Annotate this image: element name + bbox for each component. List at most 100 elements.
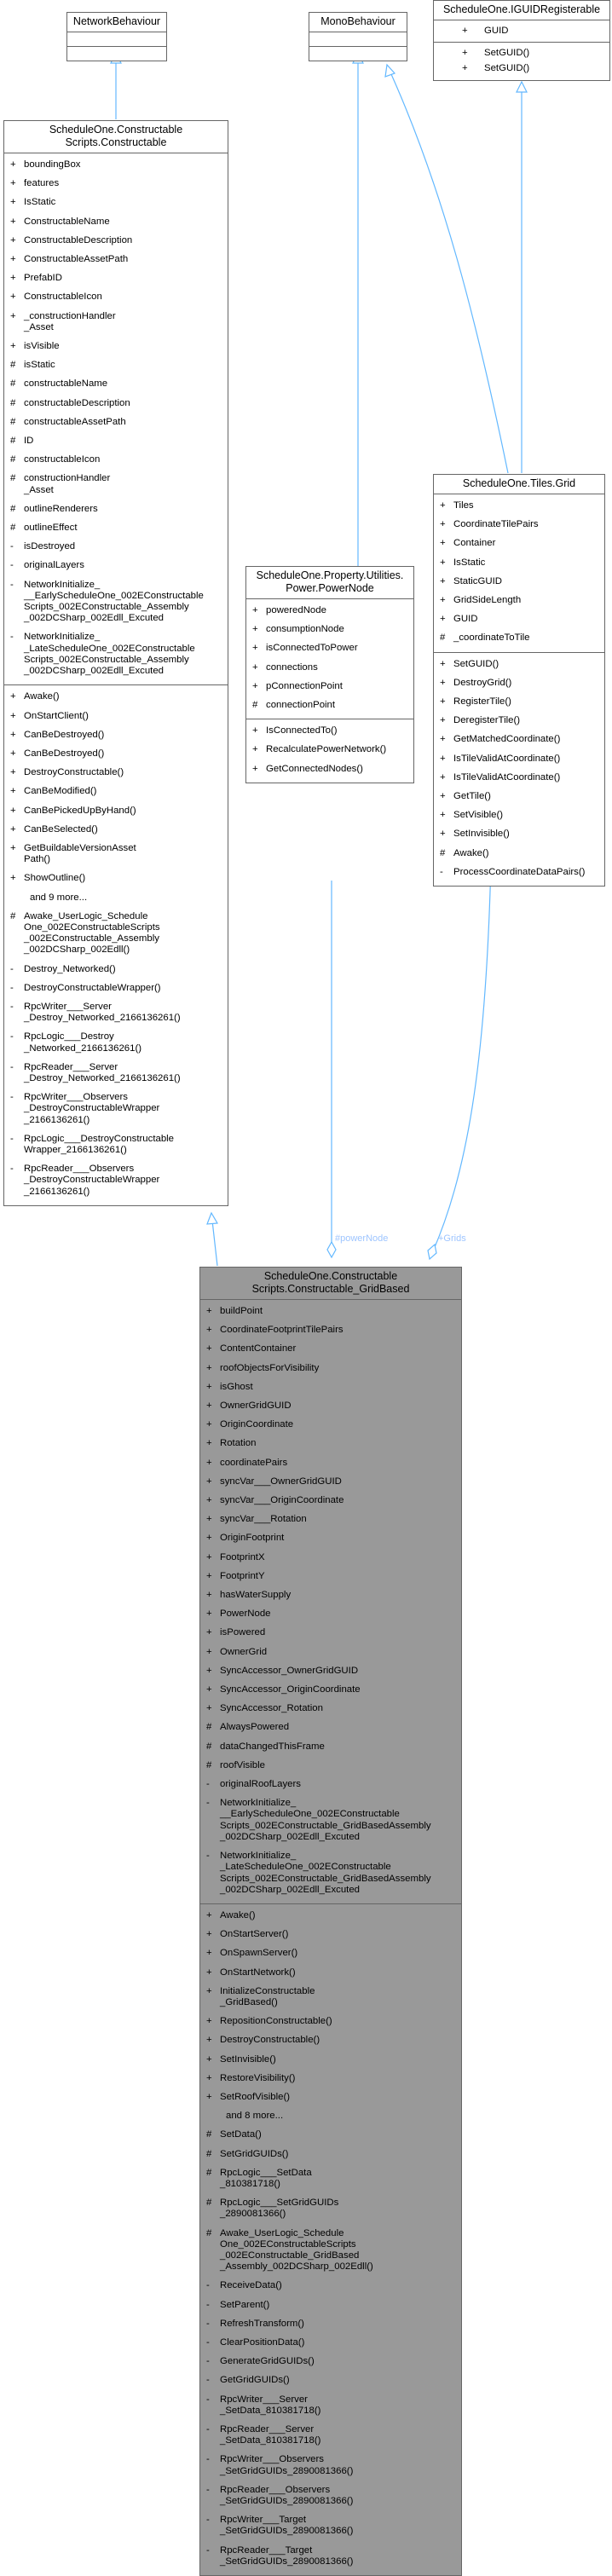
operation-row[interactable]: +RegisterTile() xyxy=(434,693,604,712)
attribute-row[interactable]: +Tiles xyxy=(434,497,604,516)
attribute-row[interactable]: -isDestroyed xyxy=(4,538,228,557)
operation-row[interactable]: -ClearPositionData() xyxy=(200,2334,461,2353)
attribute-row[interactable]: #connectionPoint xyxy=(246,696,413,715)
attribute-row[interactable]: #isStatic xyxy=(4,356,228,375)
attribute-row[interactable]: +ConstructableIcon xyxy=(4,288,228,307)
operation-row[interactable]: +RestoreVisibility() xyxy=(200,2070,461,2088)
operation-row[interactable]: -RpcWriter___Server _Destroy_Networked_2… xyxy=(4,998,228,1028)
operation-row[interactable]: +GetTile() xyxy=(434,788,604,806)
attribute-row[interactable]: +OriginFootprint xyxy=(200,1529,461,1548)
operation-row[interactable]: +OnStartServer() xyxy=(200,1926,461,1944)
attribute-row[interactable]: #constructableName xyxy=(4,375,228,394)
attribute-row[interactable]: +syncVar___Rotation xyxy=(200,1510,461,1529)
operation-row[interactable]: #RpcLogic___SetGridGUIDs _2890081366() xyxy=(200,2194,461,2224)
attribute-row[interactable]: +consumptionNode xyxy=(246,621,413,639)
class-box-mono-behaviour[interactable]: MonoBehaviour xyxy=(309,12,407,61)
operation-row[interactable]: +DestroyGrid() xyxy=(434,674,604,693)
operation-row[interactable]: -Destroy_Networked() xyxy=(4,961,228,979)
operation-row[interactable]: and 8 more... xyxy=(200,2107,461,2126)
attribute-row[interactable]: +poweredNode xyxy=(246,602,413,621)
attribute-row[interactable]: +Container xyxy=(434,534,604,553)
operation-row[interactable]: -RpcWriter___Observers _SetGridGUIDs_289… xyxy=(200,2451,461,2481)
operation-row[interactable]: +SetVisible() xyxy=(434,806,604,825)
attribute-row[interactable]: +isPowered xyxy=(200,1624,461,1643)
operation-row[interactable]: -RpcReader___Server _SetData_810381718() xyxy=(200,2421,461,2451)
attribute-row[interactable]: +hasWaterSupply xyxy=(200,1586,461,1605)
attribute-row[interactable]: +GUID xyxy=(434,610,604,629)
attribute-row[interactable]: #dataChangedThisFrame xyxy=(200,1738,461,1757)
attribute-row[interactable]: +PrefabID xyxy=(4,269,228,288)
operation-row[interactable]: +CanBeDestroyed() xyxy=(4,726,228,745)
attribute-row[interactable]: +ContentContainer xyxy=(200,1340,461,1359)
attribute-row[interactable]: +OwnerGrid xyxy=(200,1643,461,1662)
attribute-row[interactable]: +IsStatic xyxy=(4,193,228,212)
operation-row[interactable]: #SetGridGUIDs() xyxy=(200,2146,461,2164)
operation-row[interactable]: -DestroyConstructableWrapper() xyxy=(4,979,228,998)
operation-row[interactable]: +IsTileValidAtCoordinate() xyxy=(434,769,604,788)
operation-row[interactable]: +OnSpawnServer() xyxy=(200,1944,461,1963)
operation-row[interactable]: +DestroyConstructable() xyxy=(4,764,228,783)
operation-row[interactable]: +IsConnectedTo() xyxy=(246,722,413,741)
operation-row[interactable]: #Awake() xyxy=(434,845,604,863)
operation-row[interactable]: +OnStartClient() xyxy=(4,708,228,726)
attribute-row[interactable]: +FootprintY xyxy=(200,1568,461,1586)
attribute-row[interactable]: +syncVar___OwnerGridGUID xyxy=(200,1473,461,1492)
operation-row[interactable]: -RpcWriter___Observers _DestroyConstruct… xyxy=(4,1089,228,1130)
class-box-constructable-grid-based[interactable]: ScheduleOne.Constructable Scripts.Constr… xyxy=(199,1267,462,2576)
attribute-row[interactable]: +coordinatePairs xyxy=(200,1454,461,1473)
attribute-row[interactable]: +isVisible xyxy=(4,338,228,356)
operation-row[interactable]: +CanBePickedUpByHand() xyxy=(4,802,228,821)
operation-row[interactable]: -GenerateGridGUIDs() xyxy=(200,2353,461,2371)
operation-row[interactable]: +SetRoofVisible() xyxy=(200,2088,461,2107)
operation-row[interactable]: -RpcLogic___DestroyConstructable Wrapper… xyxy=(4,1130,228,1160)
class-box-constructable[interactable]: ScheduleOne.Constructable Scripts.Constr… xyxy=(3,120,228,1206)
operation-row[interactable]: +GetConnectedNodes() xyxy=(246,760,413,779)
attribute-row[interactable]: +roofObjectsForVisibility xyxy=(200,1360,461,1378)
attribute-row[interactable]: #constructableIcon xyxy=(4,451,228,470)
operation-row[interactable]: +CanBeModified() xyxy=(4,783,228,801)
attribute-row[interactable]: +CoordinateTilePairs xyxy=(434,516,604,534)
operation-row[interactable]: -RpcLogic___Destroy _Networked_216613626… xyxy=(4,1028,228,1058)
operation-row[interactable]: +DestroyConstructable() xyxy=(200,2031,461,2050)
operation-row[interactable]: +SetGUID() xyxy=(434,61,609,76)
operation-row[interactable]: +CanBeSelected() xyxy=(4,821,228,840)
attribute-row[interactable]: #outlineRenderers xyxy=(4,500,228,519)
attribute-row[interactable]: -originalRoofLayers xyxy=(200,1776,461,1794)
operation-row[interactable]: #RpcLogic___SetData _810381718() xyxy=(200,2164,461,2194)
attribute-row[interactable]: +boundingBox xyxy=(4,156,228,175)
attribute-row[interactable]: +features xyxy=(4,175,228,193)
operation-row[interactable]: +ShowOutline() xyxy=(4,869,228,888)
operation-row[interactable]: +GetMatchedCoordinate() xyxy=(434,731,604,749)
attribute-row[interactable]: +GUID xyxy=(434,23,609,38)
attribute-row[interactable]: +ConstructableAssetPath xyxy=(4,251,228,269)
attribute-row[interactable]: +StaticGUID xyxy=(434,573,604,592)
operation-row[interactable]: +SetGUID() xyxy=(434,656,604,674)
attribute-row[interactable]: +Rotation xyxy=(200,1435,461,1453)
operation-row[interactable]: +OnStartNetwork() xyxy=(200,1964,461,1983)
attribute-row[interactable]: +SyncAccessor_OriginCoordinate xyxy=(200,1681,461,1700)
operation-row[interactable]: +Awake() xyxy=(200,1907,461,1926)
operation-row[interactable]: +RepositionConstructable() xyxy=(200,2013,461,2031)
operation-row[interactable]: -GetGridGUIDs() xyxy=(200,2371,461,2390)
attribute-row[interactable]: #AlwaysPowered xyxy=(200,1718,461,1737)
class-box-power-node[interactable]: ScheduleOne.Property.Utilities. Power.Po… xyxy=(245,566,414,783)
attribute-row[interactable]: +IsStatic xyxy=(434,554,604,573)
operation-row[interactable]: #SetData() xyxy=(200,2126,461,2145)
attribute-row[interactable]: +_constructionHandler _Asset xyxy=(4,308,228,338)
attribute-row[interactable]: +GridSideLength xyxy=(434,592,604,610)
class-box-grid[interactable]: ScheduleOne.Tiles.Grid+Tiles+CoordinateT… xyxy=(433,474,605,887)
attribute-row[interactable]: +connections xyxy=(246,659,413,678)
operation-row[interactable]: +CanBeDestroyed() xyxy=(4,745,228,764)
attribute-row[interactable]: +ConstructableName xyxy=(4,213,228,232)
operation-row[interactable]: -RpcWriter___Server _SetData_810381718() xyxy=(200,2391,461,2421)
attribute-row[interactable]: -NetworkInitialize_ _LateScheduleOne_002… xyxy=(4,628,228,681)
attribute-row[interactable]: #_coordinateToTile xyxy=(434,629,604,648)
attribute-row[interactable]: #outlineEffect xyxy=(4,519,228,538)
attribute-row[interactable]: #constructableAssetPath xyxy=(4,413,228,432)
attribute-row[interactable]: +CoordinateFootprintTilePairs xyxy=(200,1321,461,1340)
class-box-network-behaviour[interactable]: NetworkBehaviour xyxy=(66,12,167,61)
attribute-row[interactable]: +syncVar___OriginCoordinate xyxy=(200,1492,461,1510)
operation-row[interactable]: #Awake_UserLogic_Schedule One_002EConstr… xyxy=(4,908,228,961)
operation-row[interactable]: -RefreshTransform() xyxy=(200,2315,461,2334)
operation-row[interactable]: and 9 more... xyxy=(4,889,228,908)
